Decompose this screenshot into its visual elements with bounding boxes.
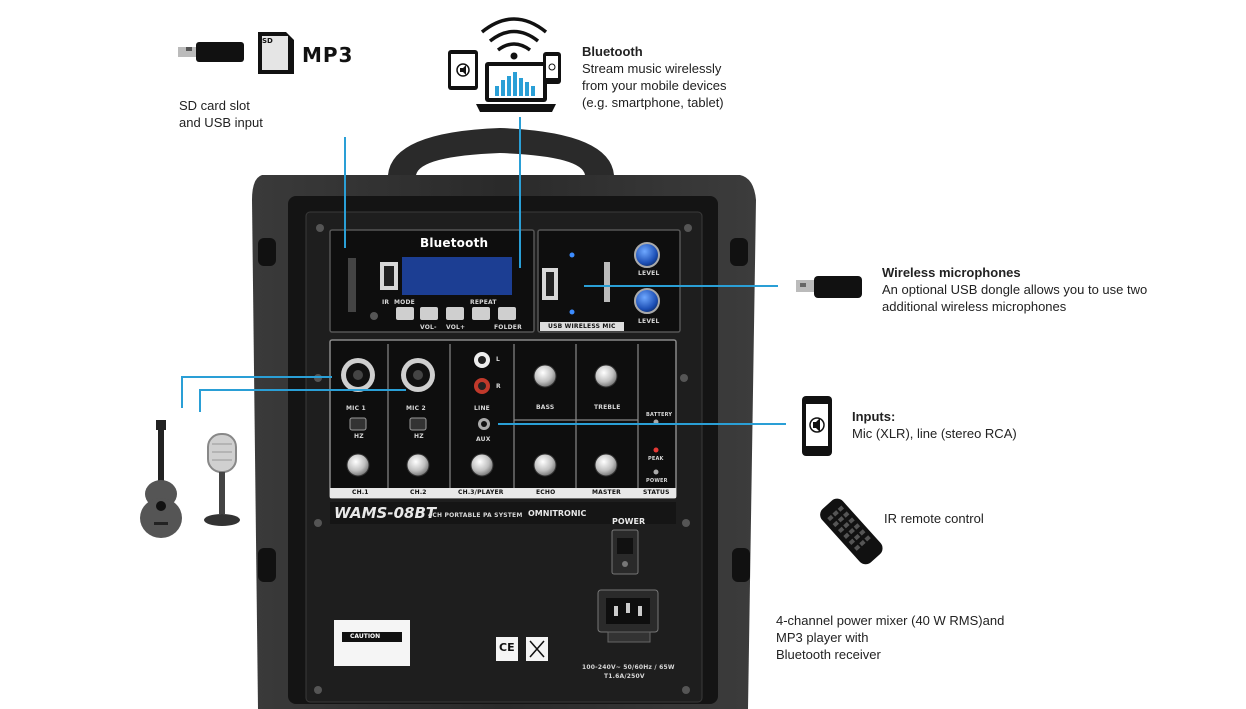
ir-label: IR	[382, 299, 390, 306]
guitar-icon	[140, 420, 182, 538]
l-label: L	[496, 356, 501, 363]
wireless-level-1-label: LEVEL	[638, 270, 660, 277]
sd-usb-line2: and USB input	[179, 115, 263, 130]
knobs	[346, 364, 618, 477]
caution-label	[334, 620, 410, 666]
mixer-line2: MP3 player with	[776, 630, 869, 645]
brand-name: OMNITRONIC	[528, 509, 587, 518]
bluetooth-line3: (e.g. smartphone, tablet)	[582, 95, 724, 110]
sd-card-icon	[258, 32, 294, 74]
bluetooth-logo-label: Bluetooth	[420, 236, 489, 250]
lcd-display	[402, 257, 512, 295]
inputs-line1: Mic (XLR), line (stereo RCA)	[852, 426, 1017, 441]
bluetooth-line1: Stream music wirelessly	[582, 61, 722, 76]
wireless-mics-callout: Wireless microphones An optional USB don…	[882, 264, 1147, 315]
wireless-mics-title: Wireless microphones	[882, 265, 1021, 280]
rating-label: 100-240V~ 50/60Hz / 65W	[582, 664, 675, 671]
line-label: LINE	[474, 405, 490, 412]
ch2-label: CH.2	[410, 489, 427, 496]
status-label: STATUS	[643, 489, 670, 496]
model-subtitle: 4CH PORTABLE PA SYSTEM	[428, 512, 523, 519]
inputs-title: Inputs:	[852, 409, 896, 424]
usb-wireless-mic-label: USB WIRELESS MIC	[548, 323, 616, 330]
usb-dongle-icon	[796, 276, 862, 298]
microphone-icon	[204, 433, 240, 526]
callout-lines	[181, 117, 786, 425]
sd-slot	[348, 258, 356, 312]
treble-label: TREBLE	[594, 404, 621, 411]
wireless-level-2-label: LEVEL	[638, 318, 660, 325]
master-label: MASTER	[592, 489, 621, 496]
ce-mark	[496, 637, 518, 661]
wifi-icon	[480, 17, 548, 52]
mode-label: MODE	[394, 299, 415, 306]
echo-label: ECHO	[536, 489, 556, 496]
caution-text: CAUTION	[350, 633, 381, 640]
folder-label: FOLDER	[494, 324, 522, 331]
ir-remote-icon	[820, 498, 883, 565]
inputs-callout: Inputs: Mic (XLR), line (stereo RCA)	[852, 408, 1017, 442]
mic2-label: MIC 2	[406, 405, 426, 412]
bluetooth-line2: from your mobile devices	[582, 78, 727, 93]
vol-minus-label: VOL-	[420, 324, 437, 331]
sd-logo-text: SD	[262, 37, 273, 45]
vol-plus-label: VOL+	[446, 324, 466, 331]
sd-usb-line1: SD card slot	[179, 98, 250, 113]
model-name: WAMS-08BT	[334, 504, 437, 522]
wireless-mics-line2: additional wireless microphones	[882, 299, 1067, 314]
tablet-icon	[448, 50, 478, 90]
mp3-buttons	[396, 307, 516, 320]
mixer-line3: Bluetooth receiver	[776, 647, 881, 662]
sd-usb-callout: SD card slot and USB input	[179, 97, 263, 131]
phone-icon-top	[543, 52, 561, 84]
bluetooth-title: Bluetooth	[582, 44, 643, 59]
ir-remote-callout: IR remote control	[884, 511, 984, 526]
ch1-label: CH.1	[352, 489, 369, 496]
bluetooth-callout: Bluetooth Stream music wirelessly from y…	[582, 43, 727, 111]
peak-label: PEAK	[648, 456, 664, 462]
hz1-label: HZ	[354, 433, 364, 440]
usb-stick-icon	[178, 42, 244, 62]
ce-text: CE	[499, 641, 515, 654]
r-label: R	[496, 383, 501, 390]
bass-label: BASS	[536, 404, 555, 411]
mp3-logo-text: MP3	[302, 43, 354, 67]
hz2-label: HZ	[414, 433, 424, 440]
aux-label: AUX	[476, 436, 491, 443]
mixer-panel	[329, 339, 677, 499]
smartphone-icon	[802, 396, 832, 456]
battery-label: BATTERY	[646, 412, 673, 418]
mixer-callout: 4-channel power mixer (40 W RMS)and MP3 …	[776, 612, 1004, 663]
mixer-line1: 4-channel power mixer (40 W RMS)and	[776, 613, 1005, 628]
fuse-label: T1.6A/250V	[604, 673, 645, 680]
power-label: POWER	[612, 517, 646, 526]
repeat-label: REPEAT	[470, 299, 497, 306]
wireless-mics-line1: An optional USB dongle allows you to use…	[882, 282, 1148, 297]
mic1-label: MIC 1	[346, 405, 366, 412]
power-led-label: POWER	[646, 478, 668, 484]
speaker-handle	[388, 128, 614, 175]
laptop-icon	[476, 62, 556, 112]
ch3-label: CH.3/PLAYER	[458, 489, 504, 496]
